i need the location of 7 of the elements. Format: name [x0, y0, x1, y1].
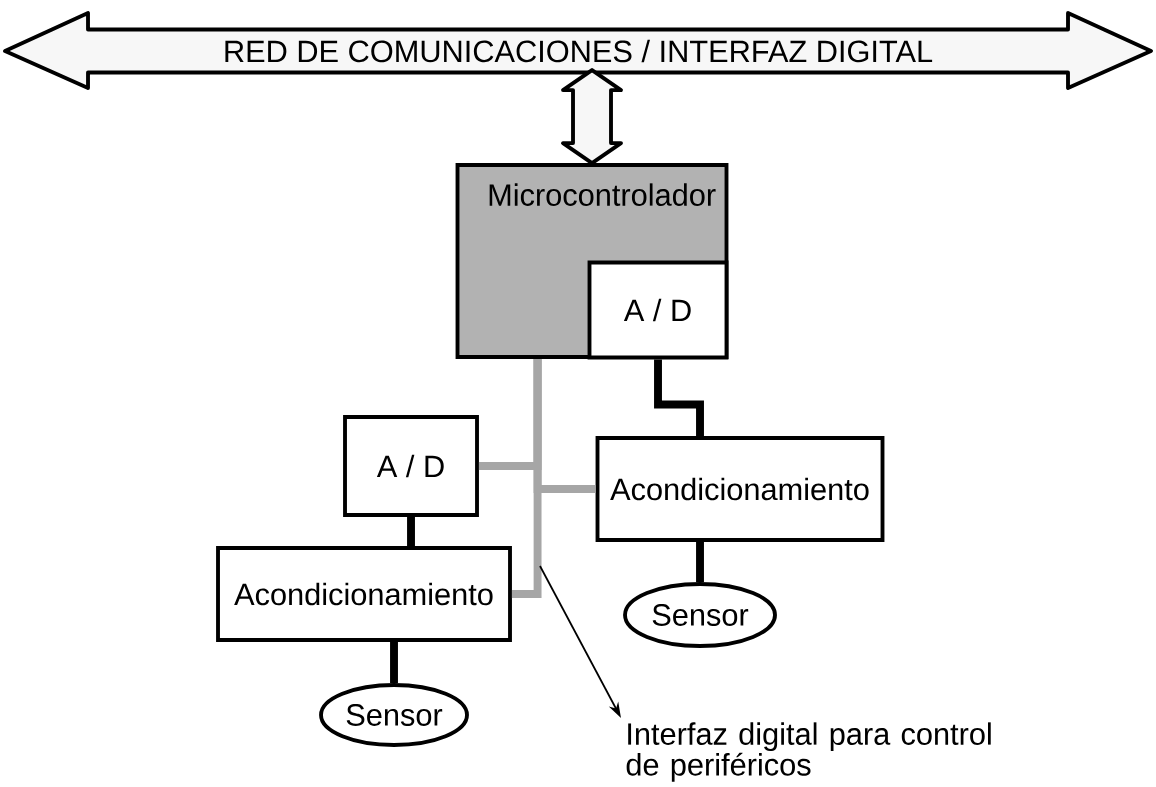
block-arrow — [561, 68, 623, 165]
conditioning-box: Acondicionamiento — [595, 436, 885, 542]
converter-box: A / D — [343, 415, 479, 517]
connector-line — [407, 516, 415, 547]
converter-box: A / D — [587, 260, 729, 360]
note-text: Interfaz digital para control de periféricos — [626, 722, 991, 782]
conditioning-box: Acondicionamiento — [216, 546, 512, 642]
